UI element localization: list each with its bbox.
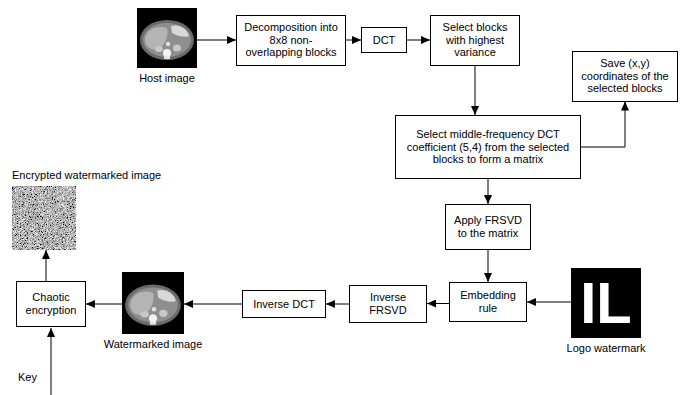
box-text: Select blocks with highest variance: [436, 21, 514, 60]
process-box: Apply FRSVD to the matrix: [445, 204, 531, 250]
process-box: Inverse FRSVD: [349, 285, 427, 323]
box-text: DCT: [373, 34, 396, 47]
box-text: Chaotic encryption: [22, 291, 80, 317]
image-caption: Watermarked image: [104, 338, 203, 351]
logo-letters: IL: [571, 268, 641, 338]
flow-arrow: [86, 304, 122, 305]
box-text: Inverse DCT: [253, 298, 315, 311]
box-text: Select middle-frequency DCT coefficient …: [401, 128, 575, 167]
box-text: Decomposition into 8x8 non-overlapping b…: [242, 21, 340, 60]
flow-arrow: [527, 302, 571, 303]
process-box: Select middle-frequency DCT coefficient …: [395, 115, 581, 179]
box-text: Inverse FRSVD: [355, 291, 421, 317]
image-caption: Host image: [139, 72, 195, 85]
process-box: Inverse DCT: [242, 290, 326, 318]
box-text: Embedding rule: [455, 289, 521, 315]
process-box: Save (x,y) coordinates of the selected b…: [572, 51, 678, 102]
ct-scan-picture: [122, 272, 184, 334]
key-arrow: [51, 328, 52, 395]
image-node: Watermarked image: [122, 272, 184, 334]
process-box: Select blocks with highest variance: [430, 15, 520, 66]
flow-arrow: [46, 250, 47, 281]
flow-arrow: [488, 250, 489, 282]
image-node: Host image: [137, 8, 197, 68]
process-box: DCT: [361, 27, 407, 53]
image-node: Encrypted watermarked image: [12, 186, 76, 250]
flow-arrow: [581, 102, 625, 148]
process-box: Decomposition into 8x8 non-overlapping b…: [236, 15, 346, 66]
box-text: Apply FRSVD to the matrix: [451, 214, 525, 240]
image-caption: Encrypted watermarked image: [12, 169, 161, 182]
flow-arrow: [184, 304, 242, 305]
flow-arrow: [407, 40, 430, 41]
noise-picture: [12, 186, 76, 250]
image-caption: Logo watermark: [567, 342, 646, 355]
ct-scan-picture: [137, 8, 197, 68]
flow-arrow: [346, 40, 361, 41]
flow-arrow: [326, 304, 349, 305]
key-label: Key: [18, 371, 37, 383]
flow-arrow: [475, 66, 476, 116]
process-box: Chaotic encryption: [16, 281, 86, 327]
flow-arrow: [488, 179, 489, 204]
process-box: Embedding rule: [449, 282, 527, 322]
flow-arrow: [197, 40, 236, 41]
box-text: Save (x,y) coordinates of the selected b…: [578, 57, 672, 96]
flow-arrow: [427, 303, 449, 304]
